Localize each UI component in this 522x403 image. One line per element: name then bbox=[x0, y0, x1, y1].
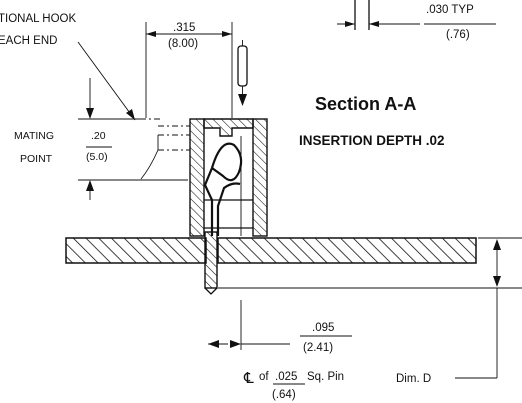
pc-board bbox=[65, 237, 477, 264]
dim-030-mm: (.76) bbox=[446, 29, 470, 41]
mating-point-label-line2: POINT bbox=[20, 153, 53, 165]
dim-095 bbox=[208, 300, 290, 350]
square-pin bbox=[204, 231, 218, 295]
mating-point-label-line1: MATING bbox=[14, 130, 54, 142]
dim-095-mm: (2.41) bbox=[303, 342, 333, 354]
centerline-prefix: of bbox=[259, 371, 269, 383]
dim-315 bbox=[145, 22, 233, 118]
dim-20 bbox=[78, 78, 188, 200]
dim-315-mm: (8.00) bbox=[168, 38, 198, 50]
hook-leader bbox=[77, 41, 136, 121]
insertion-depth-title: INSERTION DEPTH .02 bbox=[299, 133, 445, 148]
dim-030 bbox=[337, 0, 420, 30]
contact-spring bbox=[203, 142, 243, 236]
optional-hook bbox=[140, 118, 190, 180]
pin-suffix: Sq. Pin bbox=[307, 371, 344, 383]
pin-mm: (.64) bbox=[272, 389, 296, 401]
dim-030-inch: .030 TYP bbox=[426, 4, 474, 16]
dim-315-inch: .315 bbox=[173, 22, 195, 34]
hook-label-line1: TIONAL HOOK bbox=[0, 13, 76, 25]
hook-label-line2: EACH END bbox=[0, 35, 57, 47]
dim-095-inch: .095 bbox=[312, 322, 334, 334]
dim-20-inch: .20 bbox=[91, 130, 106, 142]
mating-pin bbox=[237, 40, 248, 106]
section-title: Section A-A bbox=[315, 94, 416, 114]
connector-housing bbox=[189, 118, 268, 237]
dim-d-label: Dim. D bbox=[396, 373, 431, 385]
dim-20-mm: (5.0) bbox=[86, 151, 108, 163]
centerline-symbol: ℄ bbox=[243, 370, 254, 387]
pin-size: .025 bbox=[275, 371, 297, 383]
dim-d bbox=[218, 237, 522, 379]
